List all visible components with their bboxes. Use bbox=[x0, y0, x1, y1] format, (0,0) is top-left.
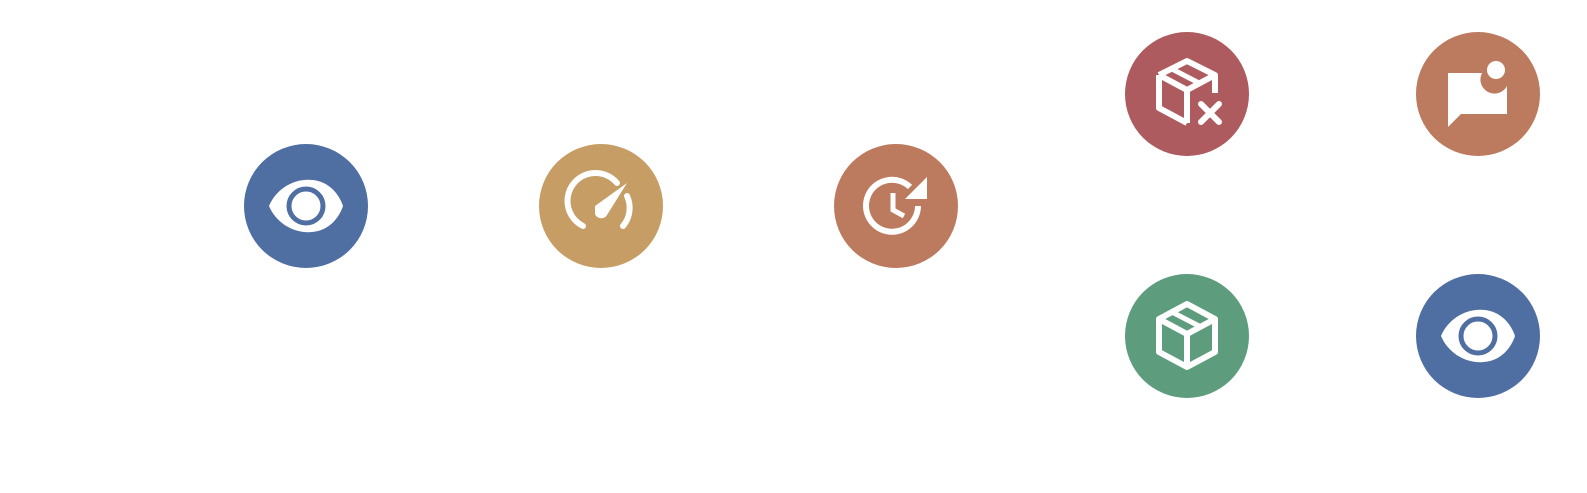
clock-refresh-icon bbox=[834, 144, 958, 268]
speedometer-icon bbox=[539, 144, 663, 268]
eye-node[interactable] bbox=[244, 144, 368, 268]
package-remove-node[interactable] bbox=[1125, 32, 1249, 156]
eye-icon bbox=[244, 144, 368, 268]
message-notification-node[interactable] bbox=[1416, 32, 1540, 156]
clock-refresh-node[interactable] bbox=[834, 144, 958, 268]
message-notification-icon bbox=[1416, 32, 1540, 156]
eye-node[interactable] bbox=[1416, 274, 1540, 398]
speedometer-node[interactable] bbox=[539, 144, 663, 268]
package-remove-icon bbox=[1125, 32, 1249, 156]
package-node[interactable] bbox=[1125, 274, 1249, 398]
package-icon bbox=[1125, 274, 1249, 398]
eye-icon bbox=[1416, 274, 1540, 398]
